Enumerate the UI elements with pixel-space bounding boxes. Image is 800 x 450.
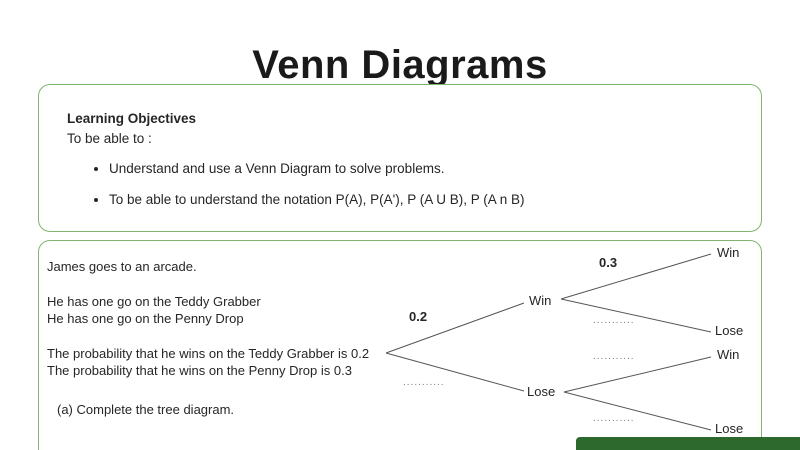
objectives-content: Learning Objectives To be able to : Unde… [39, 85, 761, 210]
probability-label: 0.2 [409, 309, 428, 324]
probability-blank: ........... [593, 315, 635, 326]
probability-blank: ........... [593, 351, 635, 362]
branch-root-lose [385, 352, 525, 392]
probability-blank: ........... [593, 413, 635, 424]
branch-lose-lose [563, 391, 712, 431]
problem-box: James goes to an arcade. He has one go o… [38, 240, 762, 450]
footer-bar [576, 437, 800, 450]
problem-intro: James goes to an arcade. [47, 259, 197, 274]
problem-task: (a) Complete the tree diagram. [57, 402, 235, 417]
outcome-label: Win [529, 293, 552, 308]
outcome-label: Win [717, 347, 740, 362]
problem-line: He has one go on the Penny Drop [47, 311, 244, 326]
objectives-heading: Learning Objectives [67, 111, 197, 126]
tree-diagram: 0.2 ........... Win Lose 0.3 ...........… [381, 241, 761, 450]
outcome-label: Lose [715, 323, 744, 338]
probability-label: 0.3 [599, 255, 618, 270]
objectives-subheading: To be able to : [67, 131, 152, 146]
problem-line: The probability that he wins on the Penn… [47, 363, 352, 378]
outcome-label: Win [717, 245, 740, 260]
tree-branches [385, 253, 712, 431]
problem-line: The probability that he wins on the Tedd… [47, 346, 370, 361]
branch-win-lose [560, 298, 712, 333]
objectives-box: Learning Objectives To be able to : Unde… [38, 84, 762, 232]
outcome-label: Lose [715, 421, 744, 436]
probability-blank: ........... [403, 377, 445, 388]
branch-win-win [560, 253, 712, 300]
branch-root-win [385, 302, 525, 354]
problem-line: He has one go on the Teddy Grabber [47, 294, 261, 309]
objective-item: Understand and use a Venn Diagram to sol… [109, 159, 741, 179]
objectives-list: Understand and use a Venn Diagram to sol… [67, 159, 741, 210]
branch-lose-win [563, 356, 712, 393]
outcome-label: Lose [527, 384, 556, 399]
objective-item: To be able to understand the notation P(… [109, 190, 741, 210]
